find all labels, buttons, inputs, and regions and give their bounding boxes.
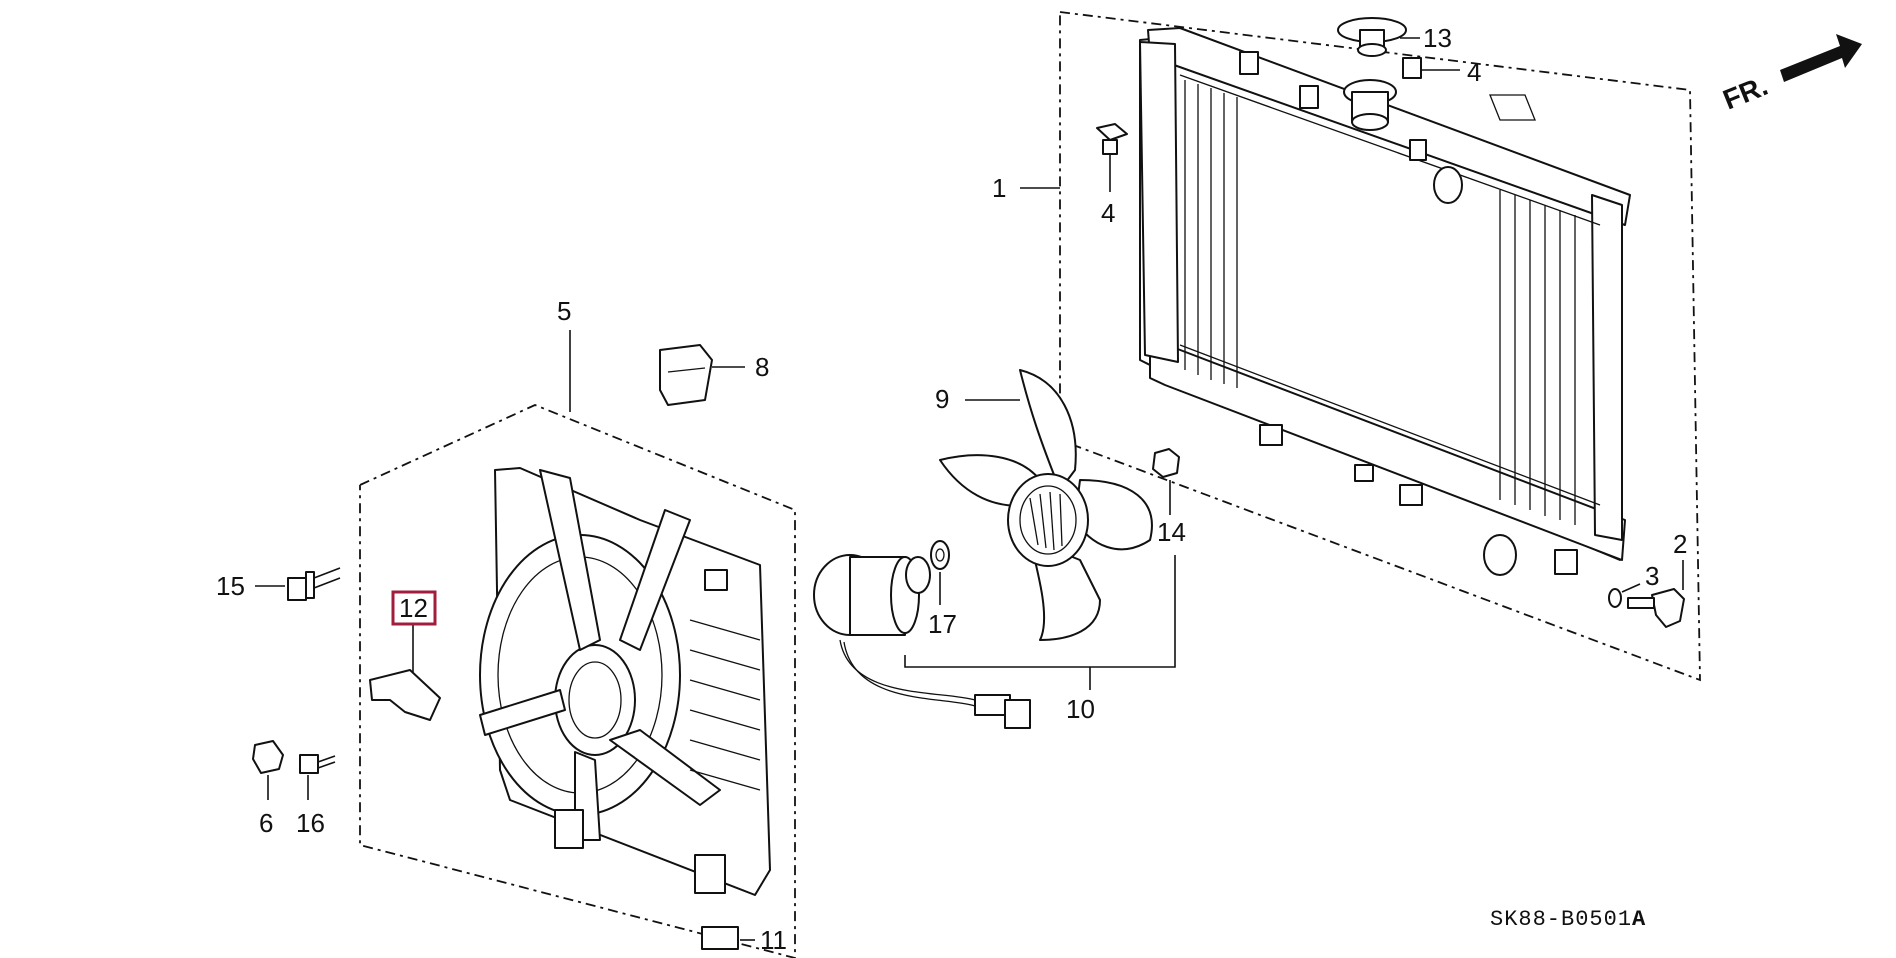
diagram-code-suffix: A	[1632, 907, 1646, 932]
harness-clip	[659, 344, 745, 406]
shroud-bracket	[369, 625, 441, 721]
front-direction-arrow: FR.	[1719, 34, 1862, 116]
fan-motor-group	[813, 369, 1180, 729]
callout-14: 14	[1157, 517, 1186, 547]
callout-4-upper: 4	[1467, 57, 1481, 87]
cushion-clip-upper	[1402, 57, 1460, 79]
callout-6: 6	[259, 808, 273, 838]
callout-8: 8	[755, 352, 769, 382]
callout-labels: 1 2 3 4 4 5 6 8 9 10 11 12 13 14 15 16 1…	[216, 23, 1687, 955]
drain-bolt	[1627, 560, 1685, 628]
radiator-cap	[1337, 17, 1407, 57]
drain-washer	[1608, 583, 1641, 608]
bottom-clip	[701, 926, 755, 950]
callout-4-left: 4	[1101, 198, 1115, 228]
callout-2: 2	[1673, 529, 1687, 559]
callout-10: 10	[1066, 694, 1095, 724]
callout-16: 16	[296, 808, 325, 838]
callout-15: 15	[216, 571, 245, 601]
callout-17: 17	[928, 609, 957, 639]
callout-13: 13	[1423, 23, 1452, 53]
svg-text:SK88-B0501A: SK88-B0501A	[1490, 907, 1646, 932]
callout-12-highlight: 12	[391, 590, 437, 626]
callout-9: 9	[935, 384, 949, 414]
fan-shroud-assembly	[359, 330, 796, 958]
fan-motor	[813, 554, 1031, 729]
callout-12: 12	[399, 593, 428, 623]
diagram-code-text: SK88-B0501	[1490, 907, 1632, 932]
leader-lines	[1020, 37, 1420, 189]
callout-11: 11	[760, 925, 787, 955]
callout-5: 5	[557, 296, 571, 326]
radiator-assembly	[1059, 11, 1701, 682]
callout-3: 3	[1645, 561, 1659, 591]
flange-bolt-16	[299, 754, 336, 800]
fan-blade	[939, 369, 1153, 641]
clip-nut	[252, 740, 284, 800]
callout-1: 1	[992, 173, 1006, 203]
flange-bolt-15	[255, 567, 341, 601]
diagram-code: SK88-B0501A	[1490, 907, 1646, 932]
front-direction-label: FR.	[1719, 70, 1772, 116]
fan-washer	[930, 540, 950, 570]
fan-nut	[1152, 448, 1180, 478]
cushion-clip-left	[1096, 123, 1128, 192]
